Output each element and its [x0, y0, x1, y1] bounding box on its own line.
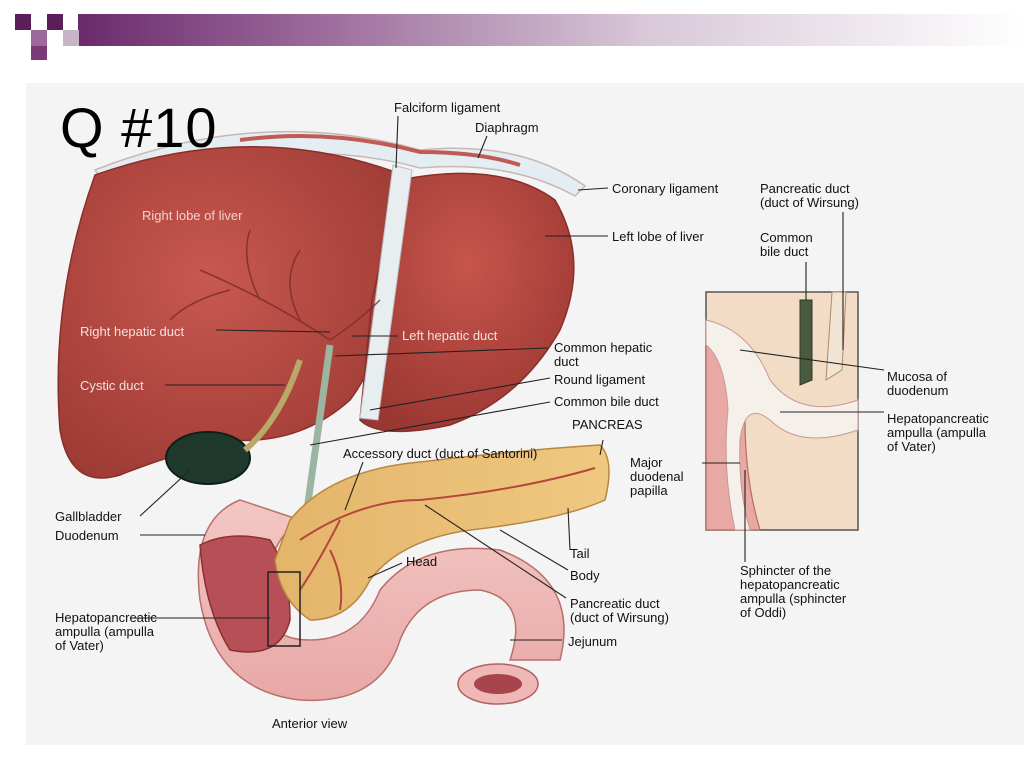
label-major-papilla-3: papilla [630, 483, 668, 498]
slide-title: Q #10 [60, 96, 218, 159]
inset-label-mucosa-1: Mucosa of [887, 369, 947, 384]
inset-label-ampulla-2: ampulla (ampulla [887, 425, 987, 440]
label-ampulla-left-1: Hepatopancreatic [55, 610, 157, 625]
label-tail: Tail [570, 546, 590, 561]
label-body: Body [570, 568, 600, 583]
left-lobe-of-liver-shape [359, 172, 575, 433]
label-major-papilla-1: Major [630, 455, 663, 470]
liver-vessels [169, 229, 381, 341]
label-duodenum: Duodenum [55, 528, 119, 543]
leader-lines [130, 115, 885, 641]
inset-label-ampulla-1: Hepatopancreatic [887, 411, 989, 426]
label-diaphragm: Diaphragm [475, 120, 539, 135]
label-common-bile-duct: Common bile duct [554, 394, 659, 409]
label-jejunum: Jejunum [568, 634, 617, 649]
label-left-hepatic-duct: Left hepatic duct [402, 328, 498, 343]
label-ampulla-left-3: of Vater) [55, 638, 104, 653]
label-accessory-duct: Accessory duct (duct of Santorini) [343, 446, 537, 461]
pancreas-shape [274, 444, 610, 621]
jejunum-lumen [474, 674, 522, 694]
inset-label-ampulla-3: of Vater) [887, 439, 936, 454]
header-square-3 [31, 30, 47, 46]
inset-label-sphincter-2: hepatopancreatic [740, 577, 840, 592]
inset-label-sphincter-4: of Oddi) [740, 605, 786, 620]
header-square-1 [15, 14, 31, 30]
label-cystic-duct: Cystic duct [80, 378, 144, 393]
inset-label-common-bile-duct-1: Common [760, 230, 813, 245]
header-square-5 [15, 30, 31, 46]
label-anterior-view: Anterior view [272, 716, 348, 731]
label-ampulla-left-2: ampulla (ampulla [55, 624, 155, 639]
falciform-ligament-shape [359, 164, 413, 421]
label-falciform-ligament: Falciform ligament [394, 100, 501, 115]
label-common-hepatic-duct-1: Common hepatic [554, 340, 653, 355]
cystic-duct-shape [243, 359, 303, 453]
label-head: Head [406, 554, 437, 569]
inset-label-pancreatic-duct-1: Pancreatic duct [760, 181, 850, 196]
pancreatic-duct-lines [299, 467, 596, 611]
label-left-lobe: Left lobe of liver [612, 229, 704, 244]
label-common-hepatic-duct-2: duct [554, 354, 579, 369]
ampulla-zoom-box [267, 571, 301, 647]
label-right-hepatic-duct: Right hepatic duct [80, 324, 184, 339]
diaphragm-edge [239, 134, 521, 167]
inset-label-pancreatic-duct-2: (duct of Wirsung) [760, 195, 859, 210]
inset-mucosa [705, 319, 859, 531]
gallbladder-shape [165, 431, 251, 485]
label-coronary-ligament: Coronary ligament [612, 181, 719, 196]
label-right-lobe: Right lobe of liver [142, 208, 243, 223]
label-pancreas: PANCREAS [572, 417, 643, 432]
duodenum-shape [197, 499, 565, 702]
inset-label-mucosa-2: duodenum [887, 383, 948, 398]
label-pancreatic-duct-1: Pancreatic duct [570, 596, 660, 611]
header-gradient-bar [78, 14, 1024, 46]
inset-label-sphincter-3: ampulla (sphincter [740, 591, 847, 606]
header-square-2 [47, 14, 63, 30]
header-square-4 [63, 30, 79, 46]
label-gallbladder: Gallbladder [55, 509, 122, 524]
inset-pancreatic-duct [825, 291, 847, 381]
inset-label-sphincter-1: Sphincter of the [740, 563, 831, 578]
label-round-ligament: Round ligament [554, 372, 645, 387]
right-lobe-of-liver-shape [57, 146, 396, 479]
header-square-6 [31, 46, 47, 60]
inset-label-common-bile-duct-2: bile duct [760, 244, 809, 259]
label-pancreatic-duct-2: (duct of Wirsung) [570, 610, 669, 625]
inset-bile-duct [799, 299, 813, 386]
label-major-papilla-2: duodenal [630, 469, 684, 484]
